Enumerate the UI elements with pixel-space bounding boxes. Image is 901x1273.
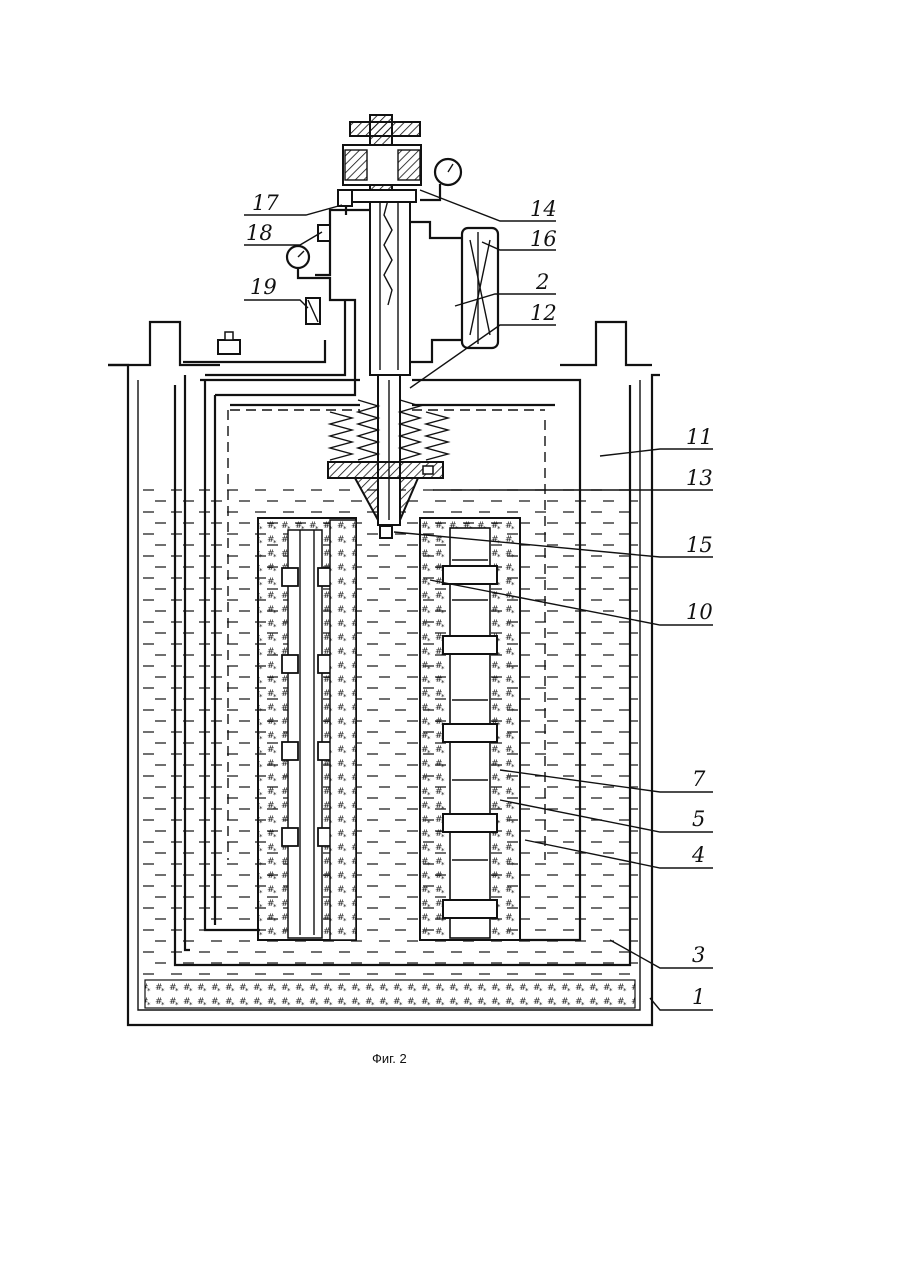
label-2: 2 bbox=[535, 270, 549, 294]
top-head bbox=[343, 115, 461, 202]
bottom-sediment bbox=[145, 980, 635, 1008]
label-16: 16 bbox=[530, 227, 557, 251]
label-18: 18 bbox=[246, 221, 273, 245]
label-13: 13 bbox=[686, 466, 713, 490]
figure-caption: Фиг. 2 bbox=[372, 1051, 407, 1066]
label-7: 7 bbox=[692, 767, 706, 791]
label-3: 3 bbox=[692, 943, 705, 967]
label-5: 5 bbox=[692, 807, 705, 831]
label-10: 10 bbox=[686, 600, 713, 624]
left-column bbox=[258, 518, 356, 940]
label-19: 19 bbox=[250, 275, 277, 299]
label-14: 14 bbox=[530, 197, 557, 221]
label-4: 4 bbox=[691, 843, 705, 867]
label-1: 1 bbox=[692, 985, 705, 1009]
label-15: 15 bbox=[686, 533, 713, 557]
label-17: 17 bbox=[252, 191, 279, 215]
label-11: 11 bbox=[686, 425, 713, 449]
label-12: 12 bbox=[530, 301, 557, 325]
